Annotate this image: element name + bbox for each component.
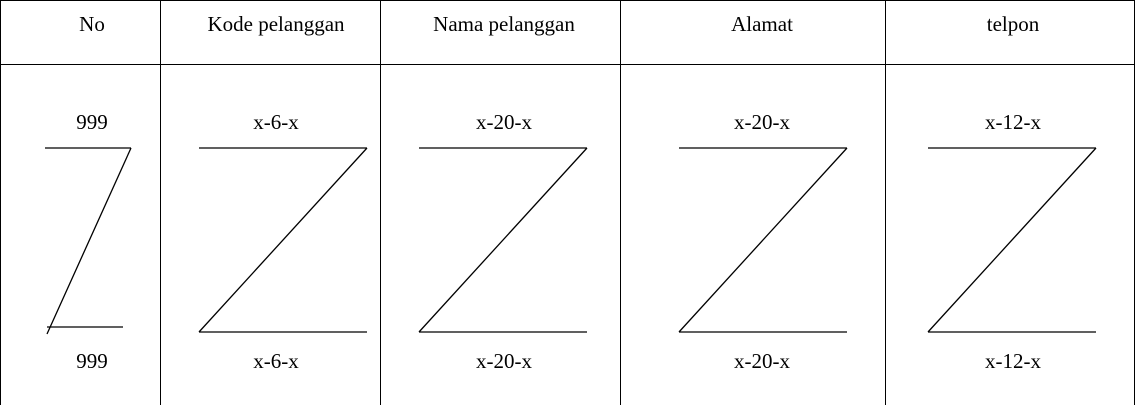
header-alamat: Alamat <box>731 12 793 36</box>
nama-pelanggan-format-top: x-20-x <box>476 110 532 134</box>
repeat-mark-kode-pelanggan <box>198 147 368 333</box>
no-format-bottom: 999 <box>76 349 108 373</box>
nama-pelanggan-format-bottom: x-20-x <box>476 349 532 373</box>
header-kode-pelanggan: Kode pelanggan <box>207 12 345 36</box>
kode-pelanggan-format-bottom: x-6-x <box>253 349 299 373</box>
telpon-format-bottom: x-12-x <box>985 349 1041 373</box>
kode-pelanggan-format-top: x-6-x <box>253 110 299 134</box>
header-no: No <box>79 12 105 36</box>
alamat-format-bottom: x-20-x <box>734 349 790 373</box>
header-telpon: telpon <box>986 12 1040 36</box>
repeat-mark-no <box>45 147 132 335</box>
repeat-mark-nama-pelanggan <box>418 147 588 333</box>
repeat-mark-alamat <box>678 147 848 333</box>
alamat-format-top: x-20-x <box>734 110 790 134</box>
no-format-top: 999 <box>76 110 108 134</box>
repeat-mark-telpon <box>927 147 1097 333</box>
telpon-format-top: x-12-x <box>985 110 1041 134</box>
header-nama-pelanggan: Nama pelanggan <box>433 12 575 36</box>
